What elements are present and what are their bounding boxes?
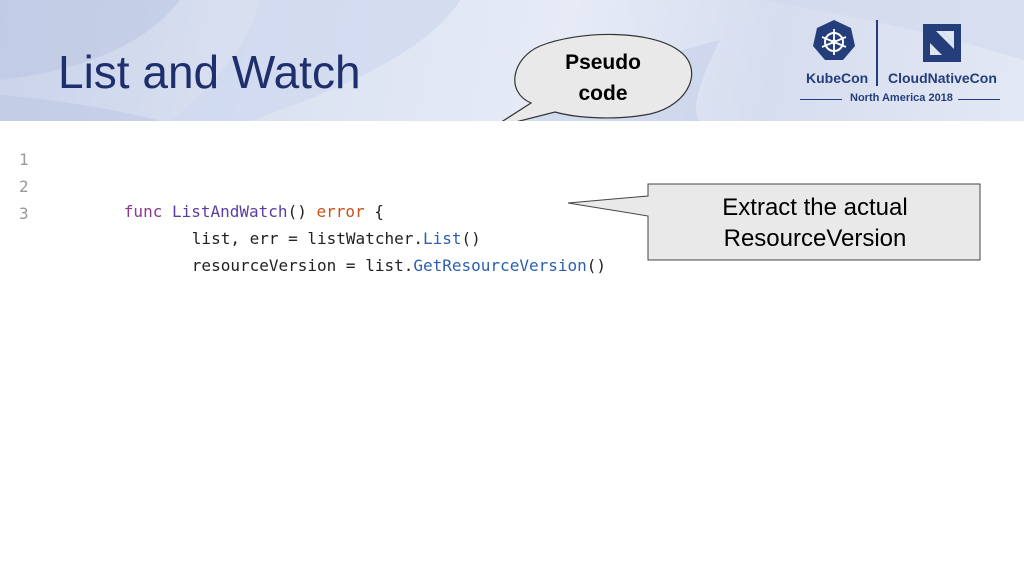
code-text: resourceVersion = list.GetResourceVersio… — [134, 227, 606, 305]
cloudnativecon-wordmark: CloudNativeCon — [888, 70, 997, 86]
code-text: list, err = listWatcher.List() — [134, 200, 481, 278]
pseudo-code-line2: code — [578, 82, 628, 105]
line-number: 1 — [19, 150, 29, 169]
extract-line1: Extract the actual — [722, 194, 908, 221]
slide-title: List and Watch — [58, 46, 361, 98]
pseudo-code-callout-text: Pseudo code — [548, 47, 658, 109]
logo-divider — [876, 20, 878, 86]
code-token: () — [586, 256, 607, 275]
extract-line2: ResourceVersion — [723, 225, 907, 252]
code-token: () — [287, 202, 317, 221]
code-token: func — [123, 202, 172, 221]
code-line: 2 list, err = listWatcher.List() — [0, 148, 1024, 248]
slide-header: List and Watch KubeCon CloudNativeCon No… — [0, 0, 1024, 121]
code-token: ListAndWatch — [171, 202, 288, 221]
pseudo-code-line1: Pseudo — [565, 51, 641, 74]
code-token: list, err = listWatcher. — [191, 229, 423, 248]
code-token: GetResourceVersion — [413, 256, 587, 275]
code-token: { — [364, 202, 384, 221]
kubecon-wordmark: KubeCon — [806, 70, 869, 86]
code-token: error — [316, 202, 365, 221]
code-token: List — [422, 229, 462, 248]
kubernetes-helm-icon — [813, 20, 855, 60]
code-token: resourceVersion = list. — [191, 256, 414, 275]
event-rule-right — [958, 99, 1000, 100]
code-listing: 1 func ListAndWatch() error { 2 list, er… — [0, 121, 1024, 275]
code-line: 3 resourceVersion = list.GetResourceVers… — [0, 175, 1024, 275]
line-number: 2 — [19, 177, 29, 196]
code-text: func ListAndWatch() error { — [66, 173, 384, 251]
extract-callout-text: Extract the actual ResourceVersion — [650, 192, 980, 254]
cloudnativecon-logo-icon — [923, 24, 961, 62]
code-line: 1 func ListAndWatch() error { — [0, 121, 1024, 221]
event-label: North America 2018 — [850, 92, 953, 104]
code-token: () — [461, 229, 481, 248]
line-number: 3 — [19, 204, 29, 223]
event-rule-left — [800, 99, 842, 100]
pseudo-code-callout-shape — [501, 33, 693, 121]
